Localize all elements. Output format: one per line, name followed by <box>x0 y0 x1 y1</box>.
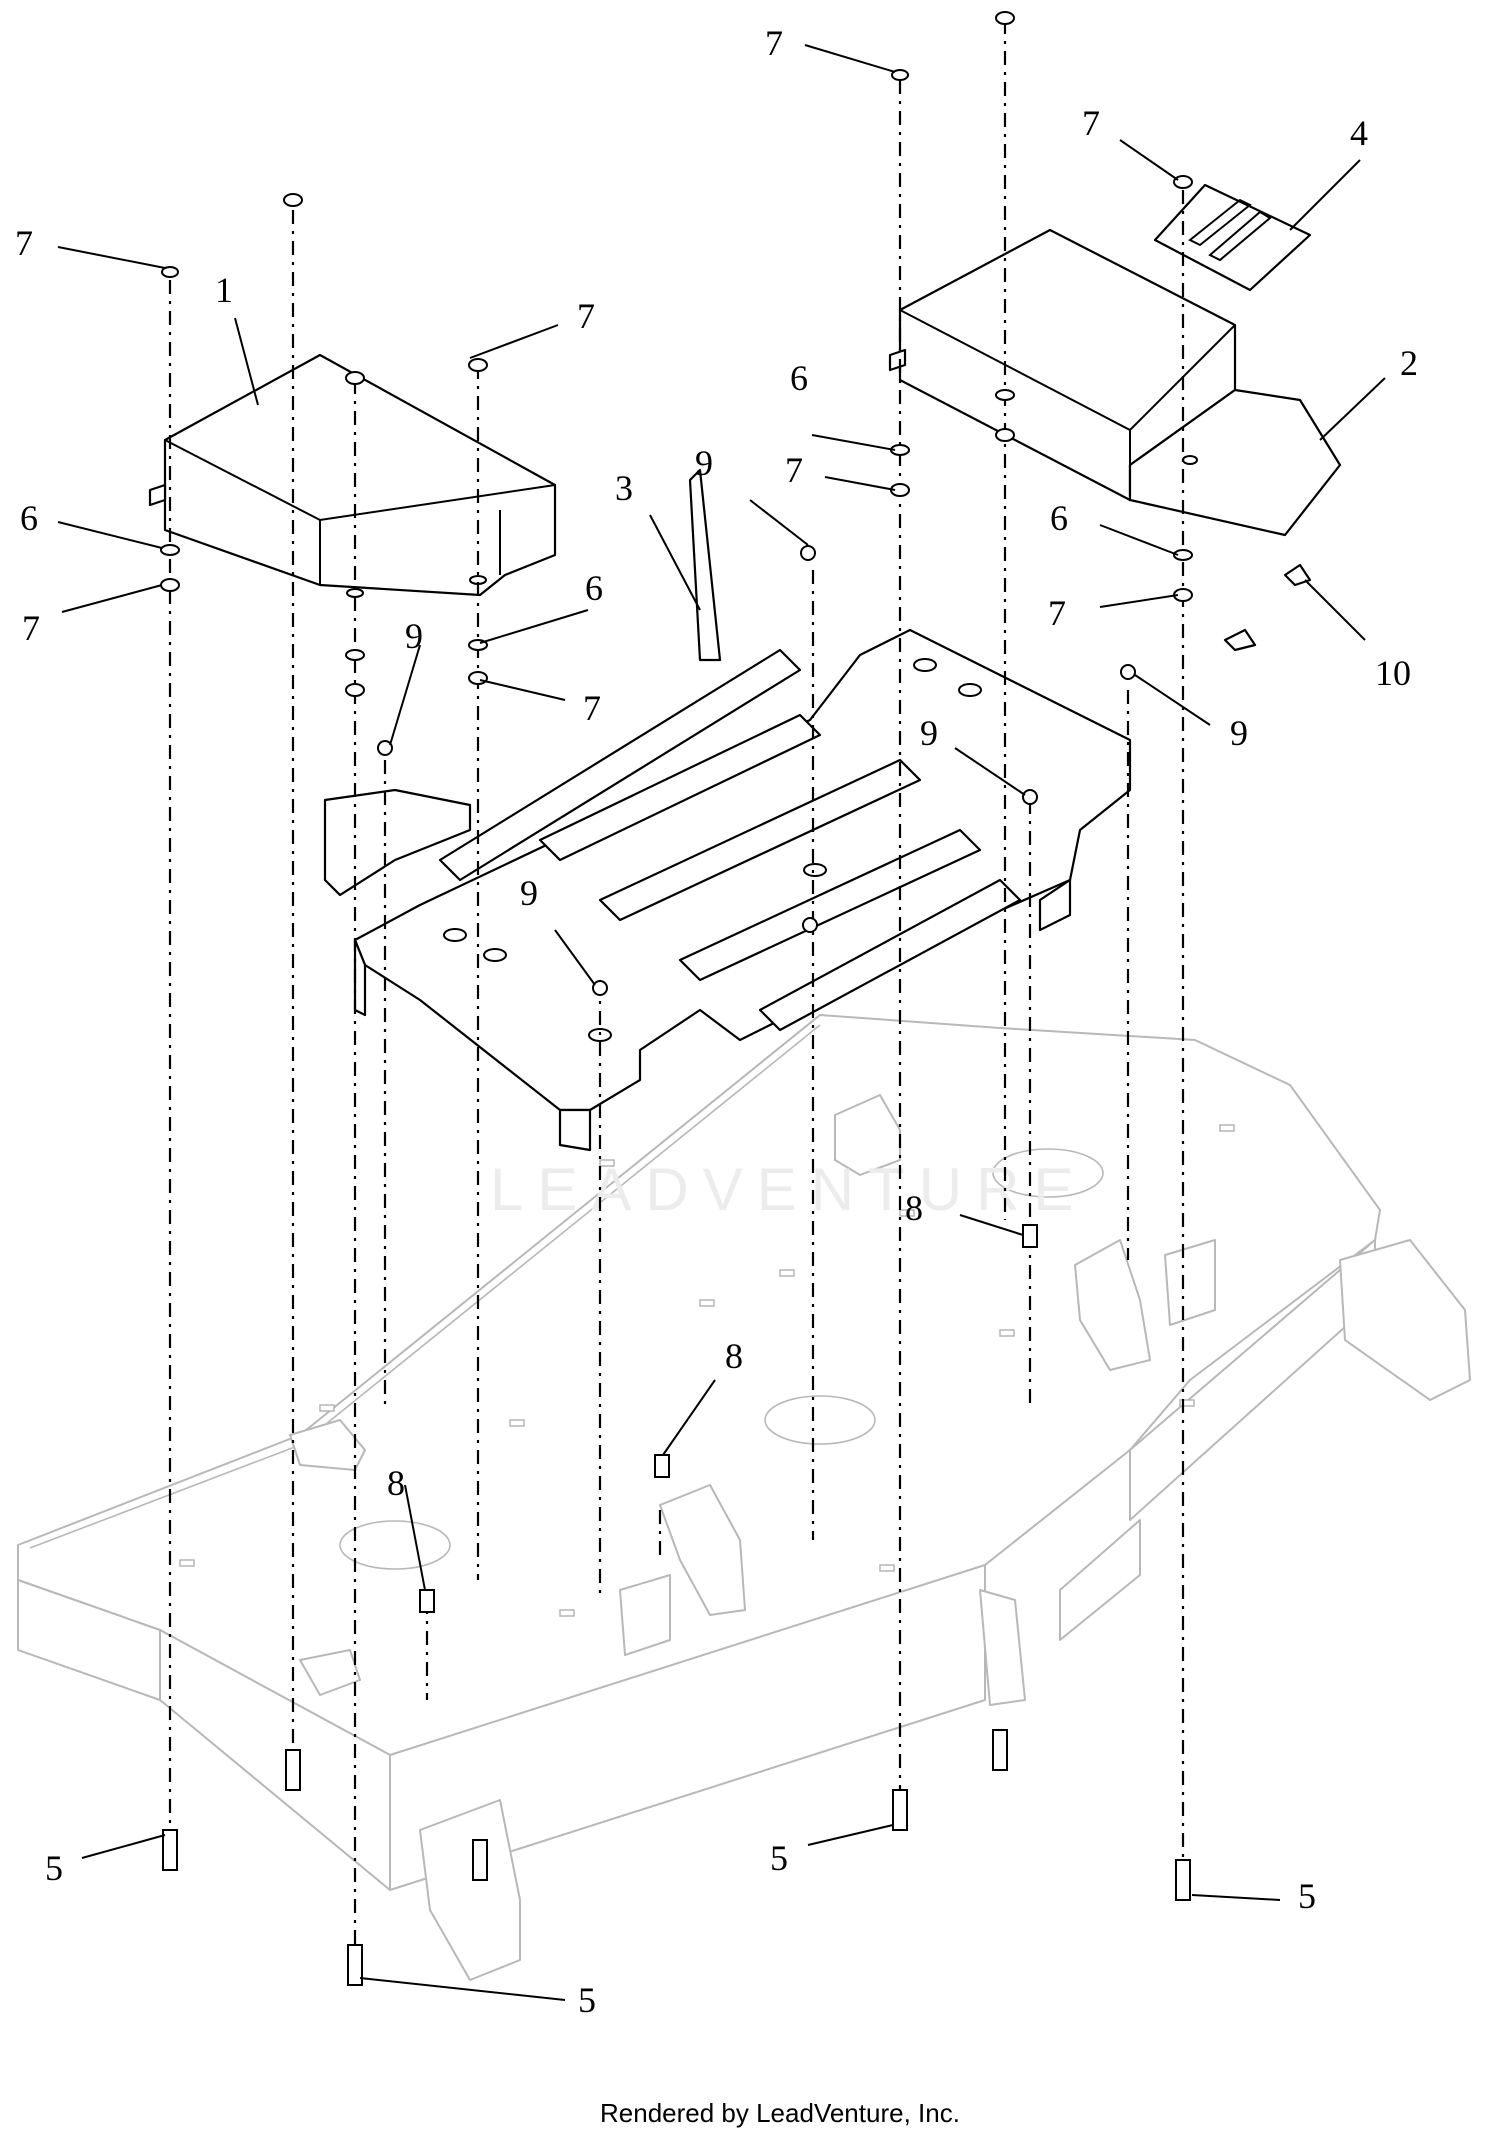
callout-5: 5 <box>1298 1876 1316 1916</box>
callout-5: 5 <box>45 1848 63 1888</box>
callout-7: 7 <box>1048 593 1066 633</box>
callout-7: 7 <box>583 688 601 728</box>
callout-5: 5 <box>770 1838 788 1878</box>
callout-6: 6 <box>585 568 603 608</box>
callout-9: 9 <box>1230 713 1248 753</box>
callout-9: 9 <box>920 713 938 753</box>
callout-7: 7 <box>22 608 40 648</box>
callout-10: 10 <box>1375 653 1411 693</box>
assembly-lines <box>168 20 1185 1945</box>
hardware <box>160 11 1193 1986</box>
callout-9: 9 <box>405 616 423 656</box>
callout-7: 7 <box>765 23 783 63</box>
callout-6: 6 <box>1050 498 1068 538</box>
callout-8: 8 <box>905 1188 923 1228</box>
callout-2: 2 <box>1400 343 1418 383</box>
callout-7: 7 <box>785 450 803 490</box>
callout-5: 5 <box>578 1980 596 2020</box>
callout-8: 8 <box>725 1336 743 1376</box>
part-3-baffle <box>323 468 1132 1152</box>
part-2-right-cover <box>888 228 1342 537</box>
callout-7: 7 <box>15 223 33 263</box>
callout-9: 9 <box>520 873 538 913</box>
part-1-left-cover <box>148 353 557 598</box>
watermark-text: LEADVENTURE <box>490 1156 1087 1223</box>
callout-8: 8 <box>387 1463 405 1503</box>
callout-1: 1 <box>215 270 233 310</box>
mower-deck <box>17 1014 1471 1981</box>
part-10-pads <box>1223 563 1312 652</box>
callout-labels: 7 1 7 7 7 4 2 6 9 7 3 6 6 7 6 7 9 10 7 9… <box>15 23 1418 2020</box>
callout-7: 7 <box>577 296 595 336</box>
part-4-plate <box>1153 183 1312 292</box>
footer-credit: Rendered by LeadVenture, Inc. <box>600 2098 960 2128</box>
callout-4: 4 <box>1350 113 1368 153</box>
callout-9: 9 <box>695 443 713 483</box>
leader-lines <box>57 44 1386 2001</box>
callout-6: 6 <box>20 498 38 538</box>
callout-6: 6 <box>790 358 808 398</box>
callout-3: 3 <box>615 468 633 508</box>
callout-7: 7 <box>1082 103 1100 143</box>
